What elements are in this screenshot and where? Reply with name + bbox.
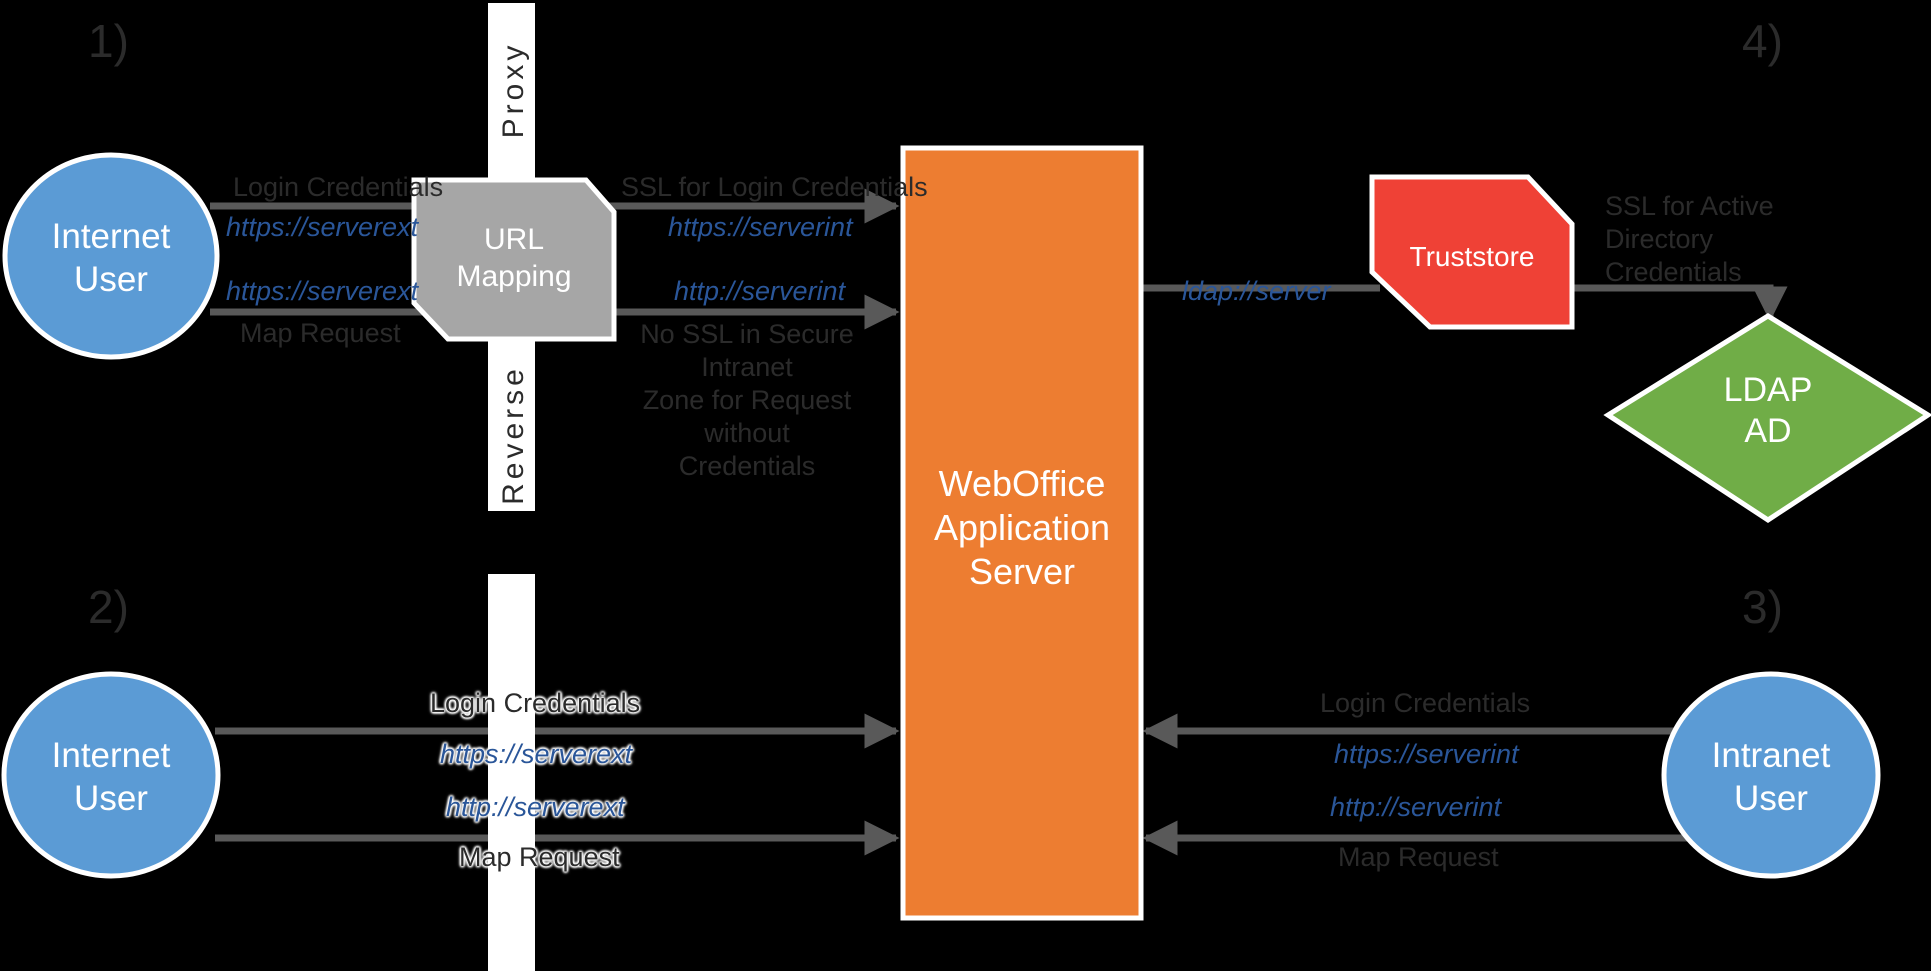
label-bottom-left-login-credentials: Login Credentials	[430, 688, 641, 718]
step-number-2: 2)	[88, 581, 129, 633]
step-number-3: 3)	[1742, 581, 1783, 633]
node-url-mapping[interactable]	[411, 177, 617, 342]
label-top-map-request: Map Request	[240, 318, 401, 348]
reverse-proxy-word-proxy: Proxy	[497, 41, 530, 139]
node-application-server[interactable]	[900, 145, 1144, 921]
label-ssl-active-directory: SSL for Active Directory Credentials	[1605, 190, 1865, 289]
node-ldap-ad[interactable]	[1603, 313, 1931, 523]
node-truststore[interactable]	[1369, 174, 1575, 330]
ad-ssl-line2: Credentials	[1605, 256, 1742, 287]
label-top-http-serverint: http://serverint	[674, 276, 846, 306]
label-top-https-serverext-1: https://serverext	[226, 212, 419, 242]
label-bottom-right-map-request: Map Request	[1338, 842, 1499, 872]
step-number-4: 4)	[1742, 15, 1783, 67]
label-bottom-right-https-serverint: https://serverint	[1334, 739, 1519, 769]
connector-truststore-to-ldap	[1555, 284, 1788, 322]
label-top-https-serverint: https://serverint	[668, 212, 853, 242]
label-bottom-right-http-serverint: http://serverint	[1330, 792, 1502, 822]
label-top-ssl-login-credentials: SSL for Login Credentials	[621, 172, 928, 202]
label-top-login-credentials: Login Credentials	[233, 172, 444, 202]
node-internet-user-top[interactable]	[2, 152, 220, 360]
label-bottom-left-https-serverext: https://serverext	[440, 739, 633, 769]
label-ldap-server-url: ldap://server	[1182, 276, 1331, 306]
label-bottom-right-login-credentials: Login Credentials	[1320, 688, 1531, 718]
node-internet-user-bottom[interactable]	[1, 671, 221, 879]
reverse-proxy-word-reverse: Reverse	[497, 365, 530, 505]
label-top-https-serverext-2: https://serverext	[226, 276, 419, 306]
ad-ssl-line1: SSL for Active Directory	[1605, 191, 1774, 254]
node-intranet-user[interactable]	[1661, 671, 1881, 879]
label-bottom-left-http-serverext: http://serverext	[446, 792, 625, 822]
label-bottom-left-map-request: Map Request	[459, 842, 620, 872]
label-top-no-ssl-note: No SSL in Secure Intranet Zone for Reque…	[612, 318, 882, 483]
no-ssl-note-line3: Credentials	[678, 450, 816, 481]
step-number-1: 1)	[88, 15, 129, 67]
reverse-proxy-bar-bottom	[488, 574, 535, 971]
no-ssl-note-line1: No SSL in Secure Intranet	[640, 319, 854, 382]
no-ssl-note-line2: Zone for Request without	[642, 384, 852, 448]
